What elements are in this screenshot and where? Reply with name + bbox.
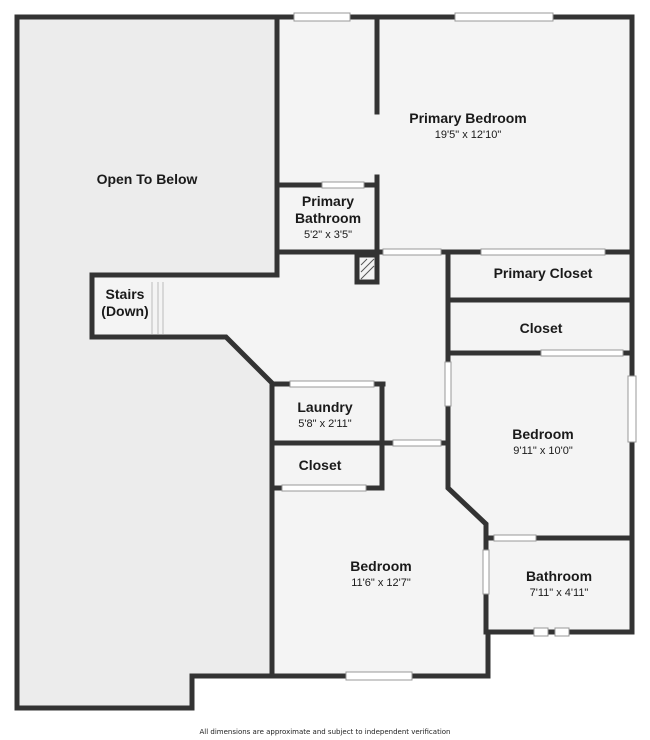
label-primary-bathroom: Primary Bathroom 5'2" x 3'5" [295, 193, 361, 242]
room-name: Bedroom [512, 426, 574, 442]
door-primary-bathroom [321, 181, 365, 189]
room-name-line1: Primary [301, 193, 355, 209]
room-name: Closet [298, 457, 342, 473]
label-bedroom-right: Bedroom 9'11" x 10'0" [512, 426, 573, 458]
room-dimensions: 9'11" x 10'0" [513, 444, 573, 457]
room-dimensions: 7'11" x 4'11" [529, 586, 589, 599]
stair-treads [151, 282, 164, 334]
label-closet-right: Closet [520, 320, 563, 337]
room-name: Laundry [297, 399, 353, 415]
label-bedroom-bottom: Bedroom 11'6" x 12'7" [350, 558, 411, 590]
room-name: Open To Below [96, 171, 198, 187]
label-open-to-below: Open To Below [97, 171, 198, 188]
chimney-hatch [360, 258, 375, 280]
room-dimensions: 19'5" x 12'10" [434, 128, 502, 141]
label-closet-center: Closet [299, 457, 342, 474]
window-top-right [454, 12, 554, 22]
door-bathroom [493, 534, 537, 542]
door-closet-right [540, 349, 624, 357]
door-bedroom-right [444, 361, 452, 407]
disclaimer-text: All dimensions are approximate and subje… [199, 728, 451, 736]
label-bathroom: Bathroom 7'11" x 4'11" [526, 568, 592, 600]
room-dimensions: 5'8" x 2'11" [298, 417, 352, 430]
door-closet-center [281, 484, 367, 492]
window-bedroom-bottom [345, 671, 413, 681]
room-dimensions: 11'6" x 12'7" [351, 576, 411, 589]
room-name-line2: Bathroom [294, 209, 362, 226]
label-primary-closet: Primary Closet [494, 265, 593, 282]
label-laundry: Laundry 5'8" x 2'11" [297, 399, 352, 431]
stairs-line2: (Down) [101, 302, 149, 319]
room-dimensions: 5'2" x 3'5" [303, 228, 353, 241]
room-name: Bathroom [525, 568, 593, 584]
window-bathroom-a [533, 627, 549, 637]
room-name: Primary Closet [493, 265, 593, 281]
window-bedroom-right [627, 375, 637, 443]
room-name: Bedroom [350, 558, 412, 574]
room-name: Primary Bedroom [409, 110, 527, 126]
label-primary-bedroom: Primary Bedroom 19'5" x 12'10" [409, 110, 526, 142]
door-laundry [289, 380, 375, 388]
open-to-below-area [17, 17, 277, 708]
door-primary-bedroom [382, 248, 442, 256]
door-bedroom-bottom [482, 549, 490, 595]
openings [281, 12, 637, 681]
label-stairs: Stairs (Down) [101, 286, 148, 320]
door-primary-closet [480, 248, 606, 256]
door-hall [392, 439, 442, 447]
stairs-line1: Stairs [105, 286, 145, 302]
window-top-left [293, 12, 351, 22]
room-name: Closet [519, 320, 563, 336]
window-bathroom-b [554, 627, 570, 637]
